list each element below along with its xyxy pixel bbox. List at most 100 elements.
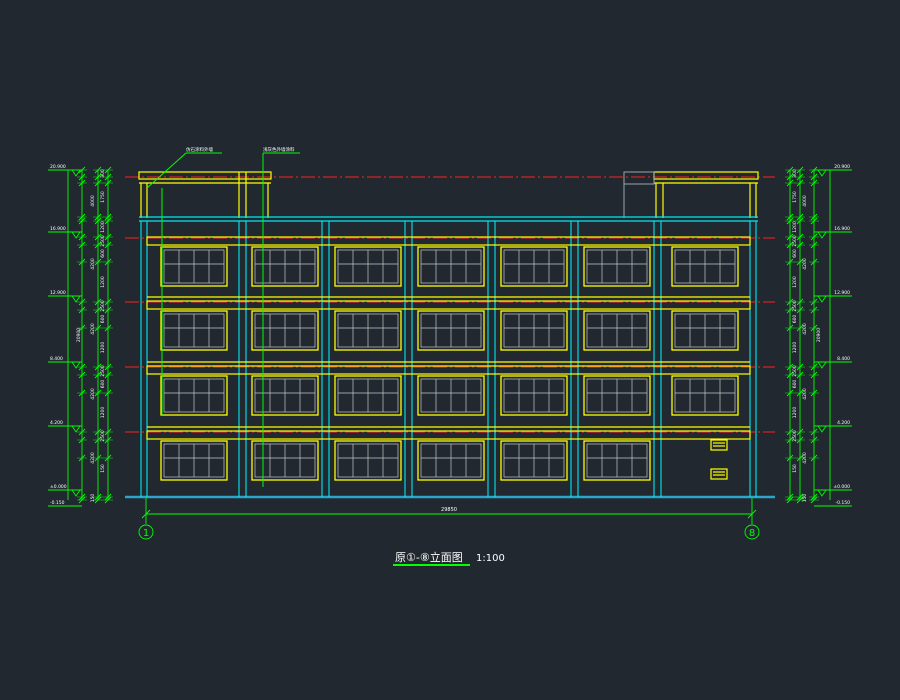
callout-label-a: 仿石涂料外墙 bbox=[186, 146, 213, 153]
dimension-value: 300 bbox=[792, 169, 798, 178]
window bbox=[500, 246, 568, 287]
level-triangle bbox=[817, 361, 827, 369]
level-triangle bbox=[817, 489, 827, 497]
level-value: -0.150 bbox=[50, 500, 65, 506]
level-triangle bbox=[817, 231, 827, 239]
overall-width: 29850 bbox=[441, 507, 457, 513]
vent-lower bbox=[710, 468, 728, 480]
right-dimension-text: 3001750120025006001200250060012002500600… bbox=[792, 169, 822, 502]
callout-leaders bbox=[146, 152, 300, 487]
floor-band bbox=[146, 430, 751, 440]
window bbox=[583, 246, 651, 287]
level-triangle bbox=[71, 489, 81, 497]
window bbox=[500, 310, 568, 351]
level-value: 8.400 bbox=[50, 356, 63, 362]
dimension-value: 600 bbox=[100, 249, 106, 258]
left-dimension-lines bbox=[67, 170, 109, 500]
window bbox=[417, 440, 485, 481]
dimension-value: 4200 bbox=[802, 388, 808, 400]
level-value: 4.200 bbox=[50, 420, 63, 426]
window bbox=[251, 440, 319, 481]
dimension-value: 1200 bbox=[100, 221, 106, 233]
level-triangle bbox=[817, 169, 827, 177]
windows bbox=[160, 246, 739, 481]
dimension-value: 1200 bbox=[792, 407, 798, 419]
window bbox=[417, 375, 485, 416]
level-value: 16.900 bbox=[50, 226, 66, 232]
window bbox=[583, 440, 651, 481]
dimension-value: 4200 bbox=[802, 323, 808, 335]
columns bbox=[140, 221, 757, 497]
drawing-title: 原①-⑧立面图 bbox=[395, 550, 463, 564]
dimension-value: 2500 bbox=[792, 235, 798, 247]
level-value: 20.900 bbox=[834, 164, 850, 170]
dimension-value: 600 bbox=[100, 315, 106, 324]
window bbox=[500, 375, 568, 416]
window bbox=[583, 375, 651, 416]
window bbox=[251, 310, 319, 351]
dimension-value: 4200 bbox=[90, 452, 96, 464]
dimension-value: 150 bbox=[90, 494, 96, 503]
window bbox=[671, 375, 739, 416]
drawing-scale: 1:100 bbox=[476, 553, 505, 564]
level-value: 16.900 bbox=[834, 226, 850, 232]
level-value: 4.200 bbox=[837, 420, 850, 426]
level-triangle bbox=[71, 361, 81, 369]
window bbox=[160, 246, 228, 287]
dimension-value: 1200 bbox=[792, 221, 798, 233]
floor-band bbox=[146, 365, 751, 375]
level-value: 12.900 bbox=[834, 290, 850, 296]
dimension-value: 2500 bbox=[100, 300, 106, 312]
level-value: 12.900 bbox=[50, 290, 66, 296]
axis-label-8: 8 bbox=[749, 528, 755, 539]
vent-upper bbox=[710, 439, 728, 451]
window bbox=[334, 375, 402, 416]
window bbox=[671, 246, 739, 287]
axis-label-1: 1 bbox=[143, 528, 149, 539]
level-triangle bbox=[71, 425, 81, 433]
window bbox=[160, 375, 228, 416]
floor-band bbox=[146, 236, 751, 246]
floor-level-lines bbox=[125, 176, 775, 433]
window bbox=[417, 246, 485, 287]
right-ticks bbox=[785, 166, 819, 504]
window bbox=[160, 440, 228, 481]
dimension-value: 4200 bbox=[90, 388, 96, 400]
left-ticks bbox=[77, 166, 113, 504]
dimension-value: 2500 bbox=[100, 365, 106, 377]
window bbox=[417, 310, 485, 351]
floor-bands bbox=[146, 236, 751, 440]
dimension-total: 20900 bbox=[816, 328, 822, 342]
level-triangle bbox=[817, 425, 827, 433]
dimension-value: 150 bbox=[802, 494, 808, 503]
dimension-value: 1200 bbox=[792, 276, 798, 288]
dimension-value: 4200 bbox=[802, 258, 808, 270]
window bbox=[334, 310, 402, 351]
roof-parapets bbox=[138, 171, 759, 218]
dimension-value: 300 bbox=[100, 169, 106, 178]
dimension-value: 600 bbox=[100, 380, 106, 389]
left-dimension-text: 3001750120025006001200250060012002500600… bbox=[76, 169, 106, 502]
dimension-value: 2500 bbox=[100, 235, 106, 247]
dimension-value: 1200 bbox=[100, 276, 106, 288]
dimension-value: 150 bbox=[792, 464, 798, 473]
window bbox=[671, 310, 739, 351]
dimension-value: 4000 bbox=[90, 195, 96, 207]
floor-band bbox=[146, 300, 751, 310]
level-triangle bbox=[71, 169, 81, 177]
window bbox=[334, 440, 402, 481]
roof-band bbox=[139, 216, 758, 222]
level-triangle bbox=[71, 231, 81, 239]
dimension-value: 1200 bbox=[100, 342, 106, 354]
window bbox=[583, 310, 651, 351]
dimension-value: 150 bbox=[100, 464, 106, 473]
axis-bubble-1 bbox=[138, 524, 154, 540]
bottom-dimension bbox=[138, 498, 760, 540]
dimension-value: 4200 bbox=[90, 323, 96, 335]
level-triangle bbox=[817, 295, 827, 303]
window bbox=[251, 246, 319, 287]
right-dimension-lines bbox=[789, 170, 831, 500]
